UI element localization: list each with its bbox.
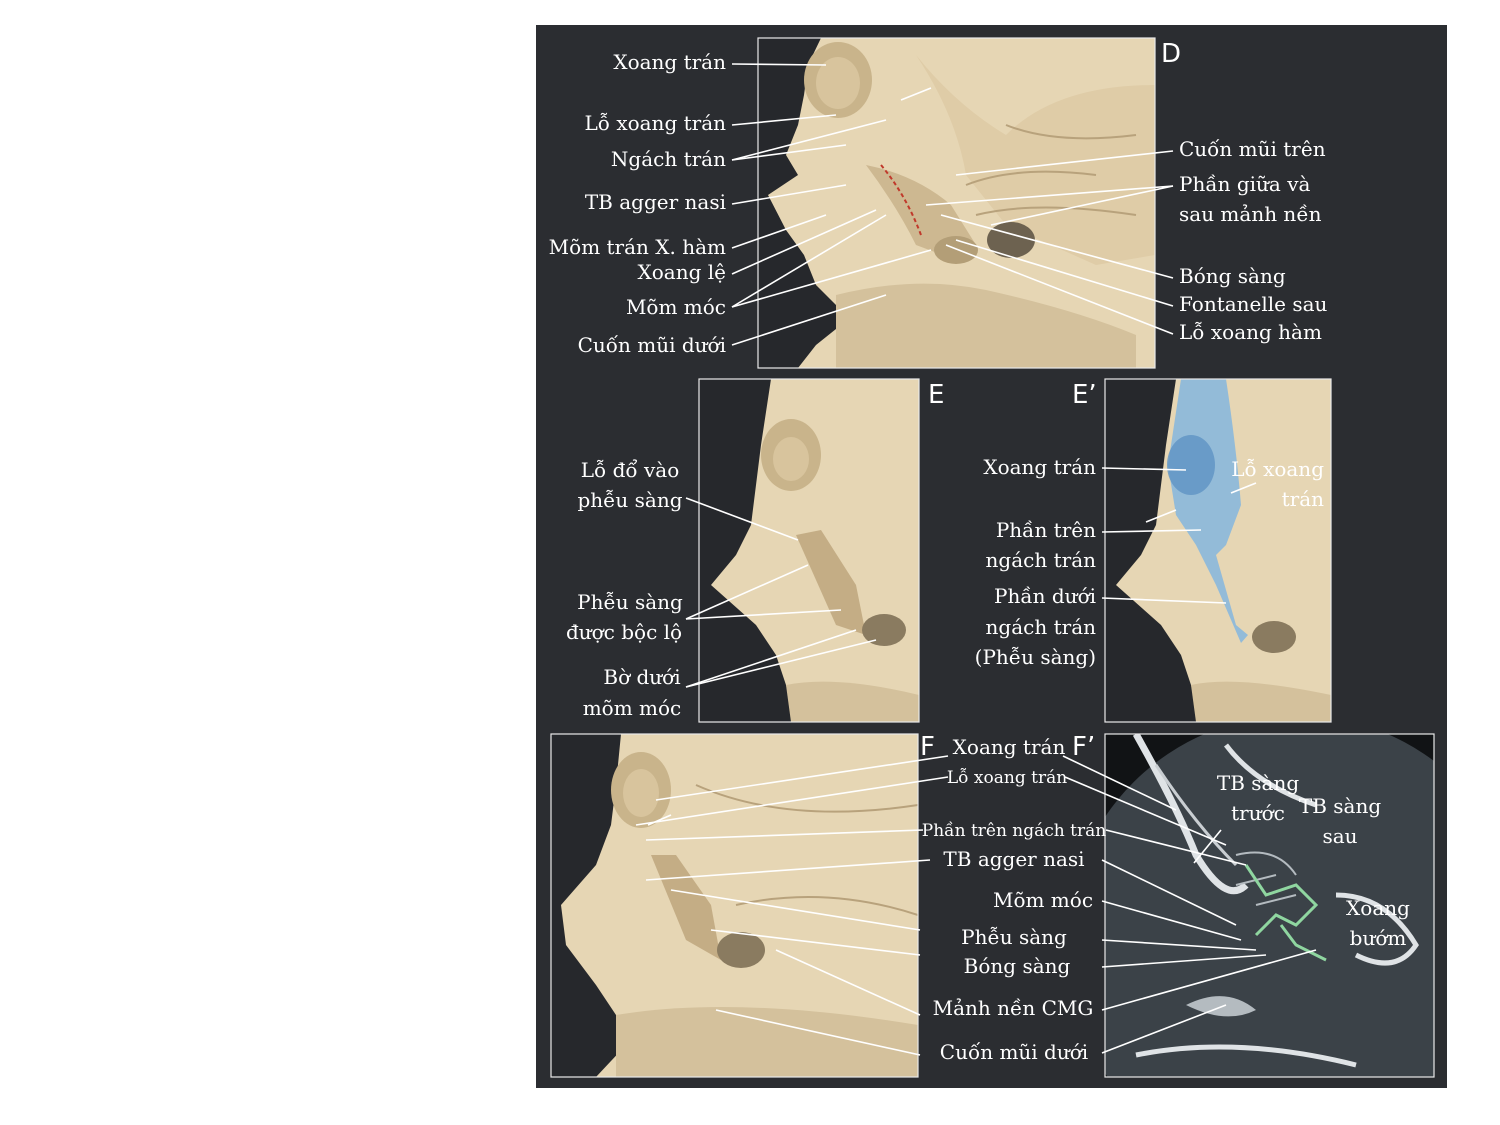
label-xoang-buom-1: Xoang — [1346, 896, 1410, 920]
label-tb-sang-sau-1: TB sàng — [1299, 794, 1381, 818]
label-sau: sau — [1322, 824, 1357, 848]
label-xoang-le: Xoang lệ — [638, 260, 726, 284]
label-f-manh-nen-cmg: Mảnh nền CMG — [933, 996, 1094, 1020]
label-lo-xoang-tran: Lỗ xoang trán — [584, 111, 726, 135]
panel-d-letter: D — [1161, 39, 1181, 69]
label-f-phan-tren-ngach-tran: Phần trên ngách trán — [922, 821, 1106, 841]
panel-e-prime-illustration — [1105, 379, 1331, 722]
label-pheu-sang-paren: (Phễu sàng) — [975, 645, 1096, 669]
panel-f-frame — [550, 733, 919, 1078]
panel-e-frame — [698, 378, 920, 723]
label-ngach-tran-2: ngách trán — [986, 615, 1097, 639]
panel-f: F — [550, 732, 935, 1078]
label-sau-manh-nen: sau mảnh nền — [1179, 202, 1322, 226]
label-mom-moc: Mõm móc — [626, 295, 726, 319]
label-cuon-mui-tren: Cuốn mũi trên — [1179, 137, 1326, 161]
label-phan-giua-va: Phần giữa và — [1179, 172, 1310, 196]
panel-e-leader-lines — [685, 497, 877, 688]
label-duoc-boc-lo: được bộc lộ — [566, 620, 682, 644]
label-pheu-sang-1: phễu sàng — [577, 488, 682, 512]
label-ngach-tran-1: ngách trán — [986, 548, 1097, 572]
label-pheu-sang-2: Phễu sàng — [577, 590, 683, 614]
panel-f-leader-lines — [635, 755, 1317, 1056]
panel-e-prime-letter: E’ — [1072, 380, 1097, 410]
label-xoang-tran: Xoang trán — [613, 50, 726, 74]
panel-e-letter: E — [928, 380, 944, 410]
label-lo-xoang-ham: Lỗ xoang hàm — [1179, 320, 1322, 344]
label-phan-duoi: Phần dưới — [994, 584, 1096, 608]
label-lo-xoang: Lỗ xoang — [1231, 457, 1324, 481]
label-f-agger-nasi: TB agger nasi — [943, 847, 1084, 871]
panel-f-labels: Xoang trán Lỗ xoang trán Phần trên ngách… — [635, 735, 1317, 1064]
label-f-xoang-tran: Xoang trán — [953, 735, 1066, 759]
panel-d-leader-lines — [731, 63, 1174, 346]
panel-e-prime: E’ Xoang trán Phần trên ngách trán Phần … — [975, 378, 1332, 723]
label-buom: bướm — [1350, 926, 1407, 950]
label-lo-do-vao: Lỗ đổ vào — [581, 458, 680, 482]
label-f-cuon-mui-duoi: Cuốn mũi dưới — [940, 1040, 1088, 1064]
label-phan-tren: Phần trên — [996, 518, 1096, 542]
panel-f-prime-letter: F’ — [1072, 732, 1095, 762]
label-f-lo-xoang-tran: Lỗ xoang trán — [947, 768, 1067, 788]
panel-f-prime-frame — [1104, 733, 1435, 1078]
label-tran: trán — [1282, 487, 1325, 511]
label-tb-sang-truoc-1: TB sàng — [1217, 771, 1299, 795]
label-xoang-tran-e2: Xoang trán — [983, 455, 1096, 479]
label-ngach-tran: Ngách trán — [611, 147, 726, 171]
panel-f-prime-ct — [1105, 734, 1434, 1077]
panel-e-illustration — [699, 379, 919, 722]
panel-d: D Xoang trán Lỗ xoang trán Ngách trán TB… — [549, 37, 1328, 369]
panel-f-prime: F’ TB sàng trước TB sàng sau Xoang bướm — [1072, 732, 1435, 1078]
label-mom-tran-x-ham: Mõm trán X. hàm — [549, 235, 726, 259]
panel-e-prime-leader-lines — [1101, 467, 1257, 604]
label-bong-sang: Bóng sàng — [1179, 264, 1286, 288]
panel-e-prime-frame — [1104, 378, 1332, 723]
label-f-mom-moc: Mõm móc — [993, 888, 1093, 912]
panel-f-letter: F — [920, 732, 935, 762]
label-cuon-mui-duoi: Cuốn mũi dưới — [578, 333, 726, 357]
anatomy-figure-plate: D Xoang trán Lỗ xoang trán Ngách trán TB… — [536, 25, 1447, 1088]
label-fontanelle-sau: Fontanelle sau — [1179, 292, 1328, 316]
figure-canvas: D Xoang trán Lỗ xoang trán Ngách trán TB… — [536, 25, 1447, 1088]
label-mom-moc-e: mõm móc — [583, 696, 682, 720]
panel-d-frame — [757, 37, 1156, 369]
label-truoc: trước — [1231, 801, 1285, 825]
label-f-pheu-sang: Phễu sàng — [961, 925, 1067, 949]
label-agger-nasi: TB agger nasi — [585, 190, 726, 214]
panel-f-illustration — [551, 734, 918, 1077]
label-bo-duoi: Bờ dưới — [603, 665, 680, 689]
label-f-bong-sang: Bóng sàng — [964, 954, 1071, 978]
panel-e: E Lỗ đổ vào phễu sàng Phễu sàng được bộc… — [566, 378, 944, 723]
